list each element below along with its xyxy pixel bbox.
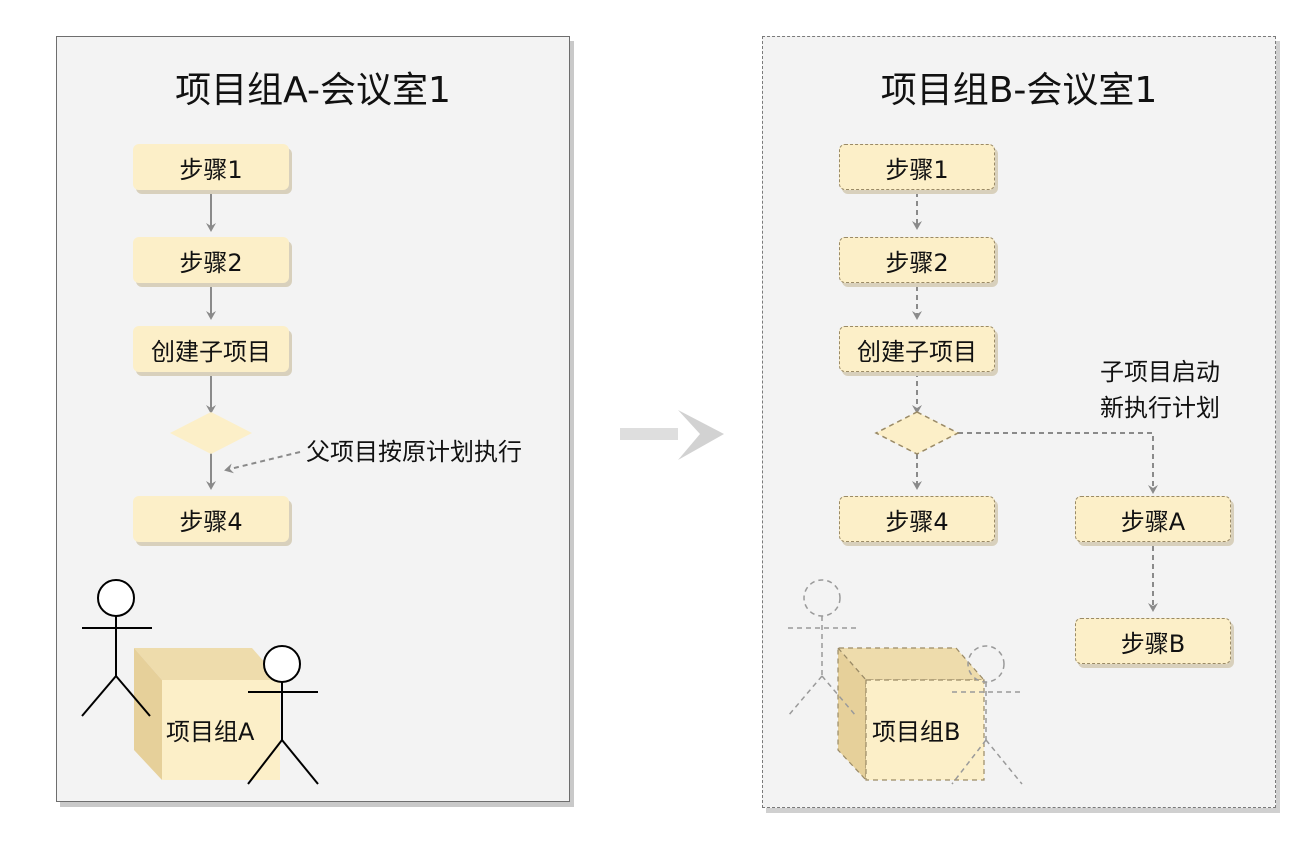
panel-project-group-b: 项目组B-会议室1	[762, 36, 1276, 808]
left-note: 父项目按原计划执行	[306, 438, 522, 466]
actor-icon	[81, 579, 152, 717]
right-step-a: 步骤A	[1075, 496, 1231, 542]
team-b-box-icon	[836, 646, 986, 782]
left-decision-diamond	[170, 412, 252, 454]
actor-icon	[247, 645, 319, 785]
right-step-4: 步骤4	[839, 496, 995, 542]
right-step-b: 步骤B	[1075, 618, 1231, 664]
right-step-2: 步骤2	[839, 237, 995, 283]
right-note-line1: 子项目启动	[1100, 358, 1220, 386]
team-a-label: 项目组A	[166, 718, 255, 746]
left-step-2: 步骤2	[133, 237, 289, 283]
team-b-label: 项目组B	[872, 718, 961, 746]
right-step-create-subproject: 创建子项目	[839, 326, 995, 372]
right-decision-diamond	[874, 411, 960, 455]
left-step-4: 步骤4	[133, 496, 289, 542]
panel-b-title: 项目组B-会议室1	[880, 70, 1158, 111]
panel-a-title: 项目组A-会议室1	[175, 70, 451, 111]
left-step-create-subproject: 创建子项目	[133, 326, 289, 372]
left-step-1: 步骤1	[133, 144, 289, 190]
left-flow-connectors	[206, 192, 301, 490]
actor-icon	[951, 645, 1023, 785]
right-note-line2: 新执行计划	[1100, 394, 1220, 422]
right-flow-connectors	[912, 192, 1158, 612]
actor-icon	[787, 579, 858, 717]
transition-arrow	[620, 410, 724, 460]
right-step-1: 步骤1	[839, 144, 995, 190]
team-a-box-icon	[134, 648, 280, 780]
